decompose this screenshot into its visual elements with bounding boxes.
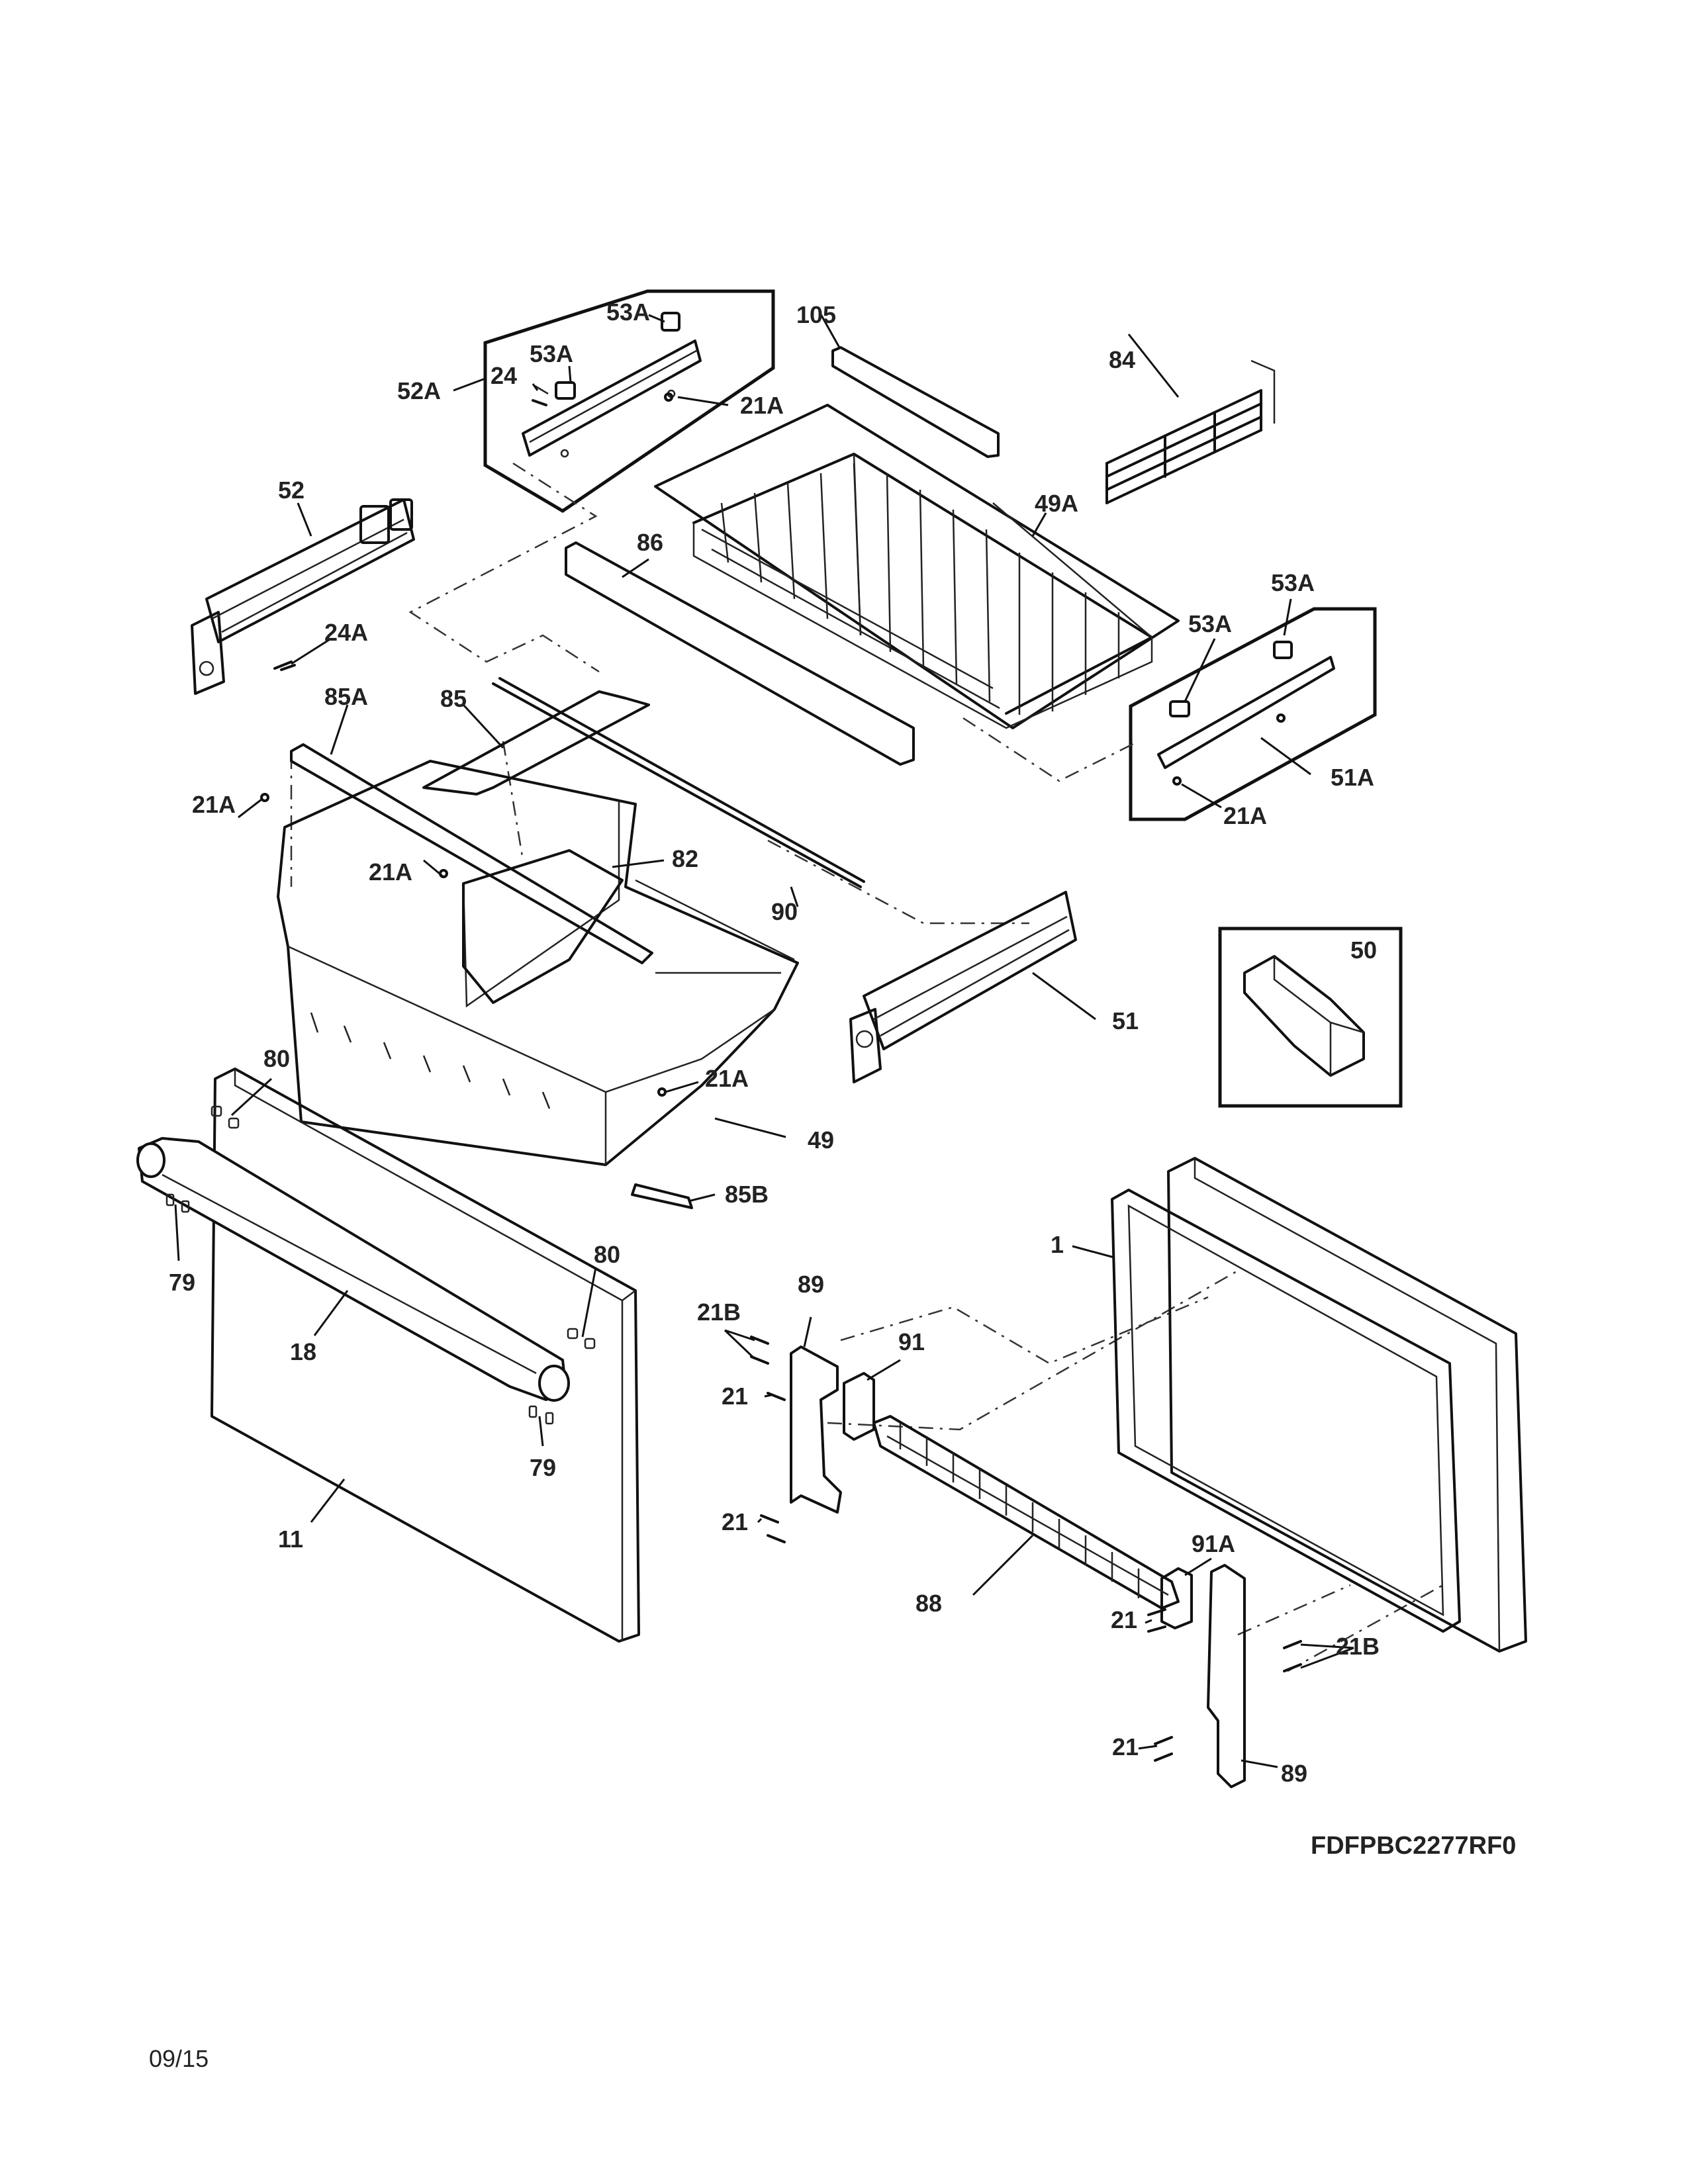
callout-51: 51: [1112, 1007, 1139, 1034]
part-49-bin: [277, 760, 799, 1166]
callout-85: 85: [440, 685, 467, 712]
part-91A-latch: [1160, 1567, 1193, 1629]
date-code: 09/15: [149, 2045, 209, 2072]
part-82-divider: [462, 849, 624, 1004]
callout-labels: 53A 53A 24 52A 21A 105 84 52 24A 49A 86 …: [169, 298, 1380, 1787]
callout-80-left: 80: [263, 1045, 290, 1072]
callout-53A-right: 53A: [1188, 610, 1232, 637]
callout-82: 82: [672, 845, 698, 872]
callout-21A-mid: 21A: [369, 858, 412, 886]
callout-21A-box: 21A: [740, 392, 784, 419]
callout-21A-bin: 21A: [705, 1065, 749, 1092]
part-88-basket-rail: [872, 1415, 1180, 1610]
kit-51A-box: [1129, 607, 1377, 821]
callout-21B-left: 21B: [697, 1298, 741, 1326]
callout-21-b: 21: [722, 1508, 748, 1535]
part-50-box: [1218, 927, 1403, 1108]
callout-53A-top: 53A: [606, 298, 650, 326]
callout-80-right: 80: [594, 1241, 620, 1268]
kit-52A-box: [483, 289, 775, 513]
callout-91A: 91A: [1192, 1530, 1235, 1557]
callout-52: 52: [278, 477, 305, 504]
callout-79-right: 79: [530, 1454, 556, 1481]
assembly-path-bin: [290, 741, 524, 887]
callout-85A: 85A: [324, 683, 368, 710]
callout-86: 86: [637, 529, 663, 556]
callout-21B-right: 21B: [1336, 1633, 1380, 1660]
model-number: FDFPBC2277RF0: [1311, 1832, 1517, 1860]
callout-11: 11: [278, 1525, 303, 1553]
callout-90: 90: [771, 898, 798, 925]
callout-21-a: 21: [722, 1383, 748, 1410]
callout-84: 84: [1109, 346, 1135, 373]
callout-79-left: 79: [169, 1269, 195, 1296]
callout-21A-right: 21A: [1223, 802, 1267, 829]
callout-1: 1: [1051, 1231, 1064, 1258]
callout-21-d: 21: [1112, 1733, 1139, 1760]
part-1-gasket-and-inner-door: [1111, 1157, 1527, 1653]
callout-53A-right-top: 53A: [1271, 569, 1315, 596]
part-51-slide: [849, 891, 1077, 1083]
part-52-slide: [191, 498, 415, 695]
part-90-rod: [492, 677, 865, 888]
part-85B-bar: [631, 1183, 693, 1209]
callout-21A-left: 21A: [192, 791, 236, 818]
part-84-rack: [1105, 359, 1276, 504]
callout-105: 105: [796, 301, 836, 328]
part-18-handle: [136, 1137, 570, 1402]
callout-24A: 24A: [324, 619, 368, 646]
part-49A-wire-basket: [654, 404, 1180, 729]
callout-88: 88: [915, 1590, 942, 1617]
callout-21-c: 21: [1111, 1606, 1137, 1633]
callout-51A: 51A: [1331, 764, 1374, 791]
part-85-divider-bar: [422, 690, 650, 796]
part-89-bracket-left: [790, 1345, 842, 1514]
callout-18: 18: [290, 1338, 316, 1365]
assembly-path-slide-left: [408, 462, 600, 673]
fasteners-80-79: [165, 1105, 596, 1425]
assembly-path-slide-right: [767, 717, 1139, 925]
part-89-bracket-right: [1207, 1564, 1246, 1788]
callout-49A: 49A: [1035, 490, 1078, 517]
part-11-door-panel: [211, 1068, 640, 1643]
callout-89-right: 89: [1281, 1760, 1307, 1787]
part-50-clip: [1243, 955, 1365, 1077]
part-86-trim: [565, 541, 915, 766]
callout-49: 49: [808, 1126, 834, 1154]
part-91-latch: [843, 1372, 875, 1441]
part-51A-slide: [1157, 641, 1335, 769]
callout-85B: 85B: [725, 1181, 769, 1208]
assembly-path-gasket: [827, 1269, 1239, 1431]
part-85A-rail: [290, 743, 653, 964]
screws: [260, 392, 1302, 1762]
callout-52A: 52A: [397, 377, 441, 404]
callout-91: 91: [898, 1328, 925, 1355]
callout-24: 24: [491, 362, 517, 389]
part-105-strip: [831, 346, 1000, 458]
callout-89-left: 89: [798, 1271, 824, 1298]
callout-53A-left: 53A: [530, 340, 573, 367]
callout-50: 50: [1350, 936, 1377, 964]
assembly-path-bracket-right: [1237, 1584, 1444, 1672]
leader-lines: [174, 314, 1354, 1768]
